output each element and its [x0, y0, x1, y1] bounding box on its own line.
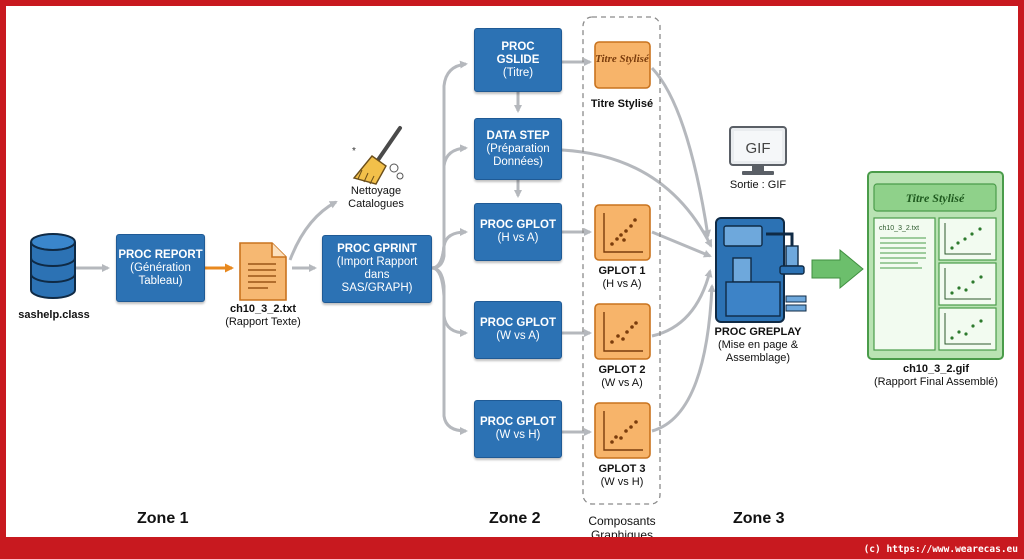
proc-gslide-subtitle: (Titre) [502, 66, 534, 79]
gif-caption: Sortie : GIF [729, 179, 787, 191]
database-icon [30, 233, 76, 299]
arrow-datastep-greplay [561, 148, 713, 248]
final-report-document: Titre Stylisé ch10_3_2.txt [867, 171, 1004, 360]
gif-screen-text: GIF [746, 140, 771, 157]
arrow-gprint-gplot3 [431, 266, 468, 435]
zone-3-label: Zone 3 [733, 510, 785, 527]
gplot2-subtitle: (W vs A) [496, 330, 540, 342]
greplay-title: PROC GREPLAY [714, 326, 802, 338]
greplay-machine-icon [715, 217, 807, 323]
zone-2-label: Zone 2 [489, 510, 541, 527]
text-file-caption: ch10_3_2.txt (Rapport Texte) [213, 303, 313, 329]
zone-1-label: Zone 1 [137, 510, 189, 527]
proc-report-subtitle: (Génération Tableau) [130, 261, 191, 287]
final-report-label: ch10_3_2.gif (Rapport Final Assemblé) [858, 363, 1014, 389]
arrow-gprint-gplot2 [431, 266, 468, 337]
source-label: sashelp.class [18, 309, 90, 321]
gplot3-output-label: GPLOT 3(W vs H) [598, 463, 646, 488]
footer-credit: (c) https://www.wearecas.eu [863, 544, 1018, 555]
arrow-txt-nettoyage [288, 200, 338, 261]
data-step-title: DATA STEP [486, 129, 550, 142]
arrow-gplot3out-greplay [651, 284, 716, 433]
proc-gslide-box[interactable]: PROC GSLIDE (Titre) [474, 28, 562, 92]
gplot3-output-badge [594, 402, 651, 459]
gplot2-output-label: GPLOT 2(W vs A) [598, 364, 646, 389]
titre-stylise-label: Titre Stylisé [590, 98, 654, 110]
proc-gprint-subtitle: (Import Rapport dans SAS/GRAPH) [336, 256, 418, 294]
text-file-sub: (Rapport Texte) [225, 316, 301, 328]
components-group-frame [582, 16, 661, 505]
gplot2-output-badge [594, 303, 651, 360]
titre-badge-text: Titre Stylisé [595, 53, 650, 65]
titre-stylise-badge: Titre Stylisé [594, 41, 651, 89]
proc-gprint-box[interactable]: PROC GPRINT (Import Rapport dans SAS/GRA… [322, 235, 432, 303]
proc-report-title: PROC REPORT [118, 248, 203, 261]
gif-monitor-icon: GIF [729, 126, 787, 175]
gplot1-title: PROC GPLOT [479, 219, 557, 231]
gplot2-box[interactable]: PROC GPLOT (W vs A) [474, 301, 562, 359]
data-step-box[interactable]: DATA STEP (Préparation Données) [474, 118, 562, 180]
arrow-gprint-gplot1 [431, 228, 468, 270]
final-report-caption: (Rapport Final Assemblé) [873, 376, 999, 388]
proc-gslide-title: PROC GSLIDE [496, 40, 540, 66]
gplot1-output-label: GPLOT 1(H vs A) [598, 265, 646, 290]
arrow-greplay-final [811, 248, 864, 290]
gplot3-title: PROC GPLOT [479, 416, 557, 428]
proc-gprint-title: PROC GPRINT [337, 243, 417, 255]
arrow-titre-greplay [650, 66, 712, 238]
data-step-subtitle: (Préparation Données) [486, 142, 550, 168]
svg-text:*: * [352, 146, 356, 157]
gplot1-subtitle: (H vs A) [497, 232, 539, 244]
final-report-name: ch10_3_2.gif [902, 363, 970, 375]
connector-layer: * Titre Stylisé GIF [30, 16, 1004, 505]
diagram-canvas: * Titre Stylisé GIF [6, 6, 1018, 537]
broom-icon: * [352, 126, 404, 185]
proc-report-box[interactable]: PROC REPORT (Génération Tableau) [116, 234, 205, 302]
text-file-icon [239, 242, 287, 301]
final-panel-label: ch10_3_2.txt [879, 225, 919, 232]
gplot2-title: PROC GPLOT [479, 317, 557, 329]
components-label: Composants Graphiques [588, 514, 656, 537]
gplot3-subtitle: (W vs H) [495, 429, 541, 441]
greplay-subtitle: (Mise en page & Assemblage) [717, 339, 799, 364]
arrow-gplot1out-greplay [651, 230, 712, 258]
final-header-text: Titre Stylisé [906, 191, 965, 205]
greplay-label: PROC GREPLAY (Mise en page & Assemblage) [702, 326, 814, 365]
arrow-gprint-datastep [431, 144, 468, 270]
text-file-name: ch10_3_2.txt [229, 303, 297, 315]
gplot1-output-badge [594, 204, 651, 261]
gplot3-box[interactable]: PROC GPLOT (W vs H) [474, 400, 562, 458]
gplot1-box[interactable]: PROC GPLOT (H vs A) [474, 203, 562, 261]
nettoyage-label: Nettoyage Catalogues [348, 185, 404, 210]
